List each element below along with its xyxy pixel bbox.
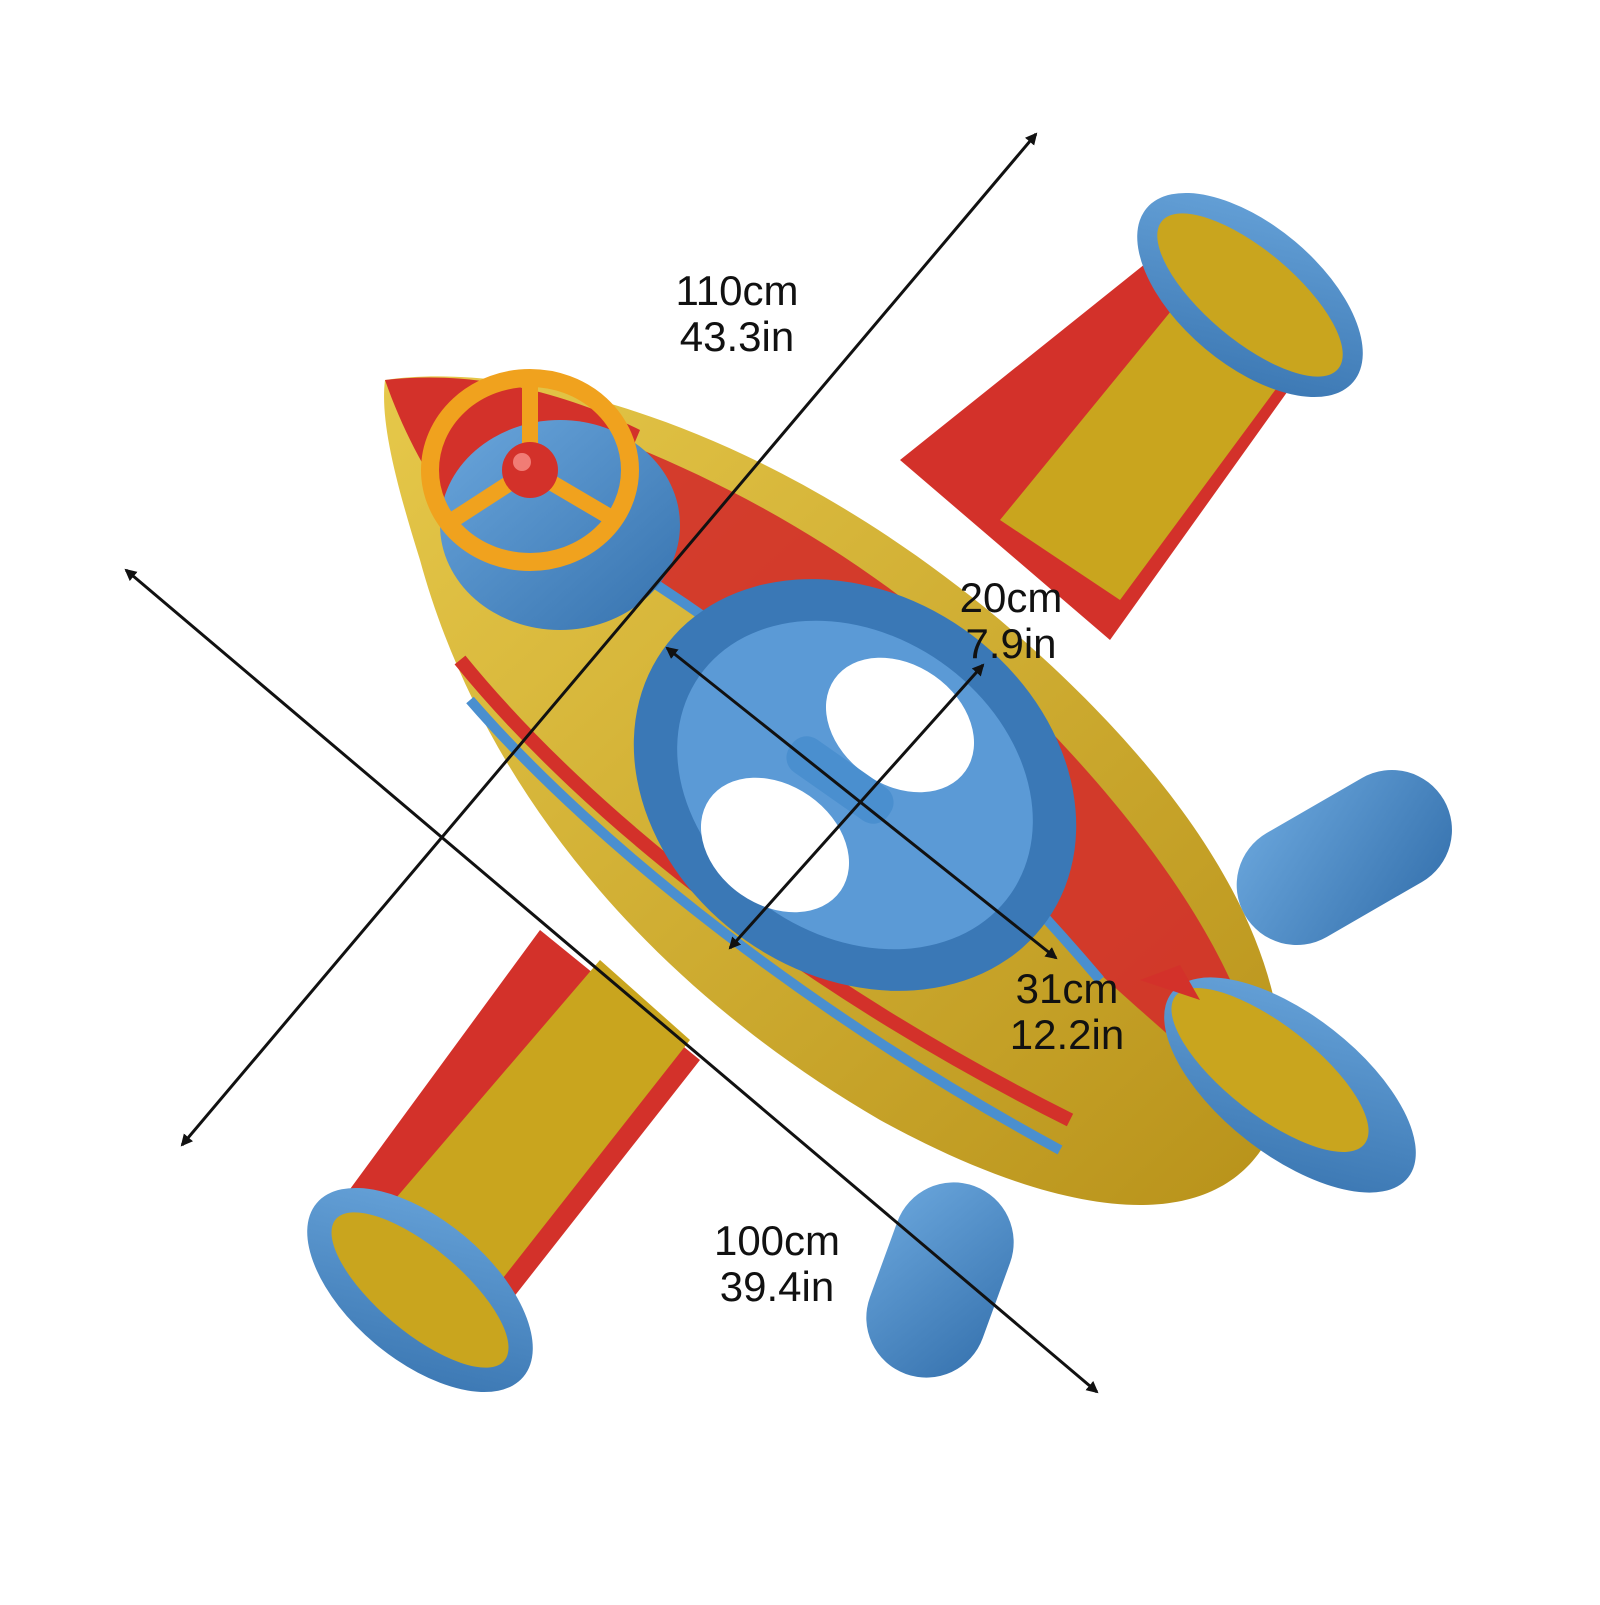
length-label: 100cm 39.4in [692,1218,862,1310]
wingspan-in: 43.3in [679,313,795,360]
seat-length-arrow [665,646,1058,960]
wing-upper [900,192,1363,640]
wing-lower [307,930,700,1393]
tail-fin-right [1236,770,1452,945]
seat-width-label: 20cm 7.9in [946,575,1076,667]
seat-width-cm: 20cm [959,574,1063,621]
length-arrow [124,568,1099,1394]
dimension-arrows [124,132,1099,1394]
wingspan-label: 110cm 43.3in [652,268,822,360]
wingspan-cm: 110cm [675,267,799,314]
seat-length-in: 12.2in [1009,1011,1125,1058]
seat-length-cm: 31cm [1015,965,1119,1012]
length-in: 39.4in [719,1263,835,1310]
tail-fin-bottom [866,1182,1014,1378]
seat-width-in: 7.9in [965,620,1057,667]
length-cm: 100cm [713,1217,841,1264]
wing-tip-right [1140,965,1416,1193]
seat-length-label: 31cm 12.2in [992,966,1142,1058]
